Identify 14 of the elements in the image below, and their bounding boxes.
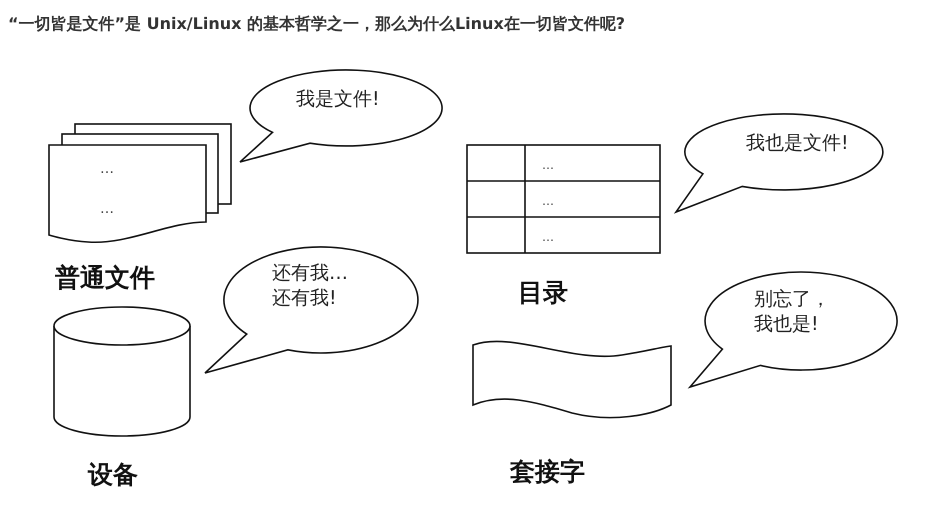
ellipsis-text: … [542,158,556,172]
ellipsis-text: … [542,194,556,208]
node-label: 套接字 [510,456,585,488]
bubble-text: 我也是文件! [746,131,849,156]
node-label: 普通文件 [55,262,155,294]
title: “一切皆是文件”是 Unix/Linux 的基本哲学之一，那么为什么Linux在一切皆文件呢? [8,14,626,35]
ellipsis-text: … [100,161,116,177]
node-label: 目录 [518,277,568,309]
bubble-text: 我是文件! [296,87,380,112]
node-label: 设备 [88,459,138,491]
bubble-text: 还有我…还有我! [272,261,349,310]
ellipsis-text: … [100,201,116,217]
bubble-text: 别忘了，我也是! [754,287,831,336]
ellipsis-text: … [542,230,556,244]
